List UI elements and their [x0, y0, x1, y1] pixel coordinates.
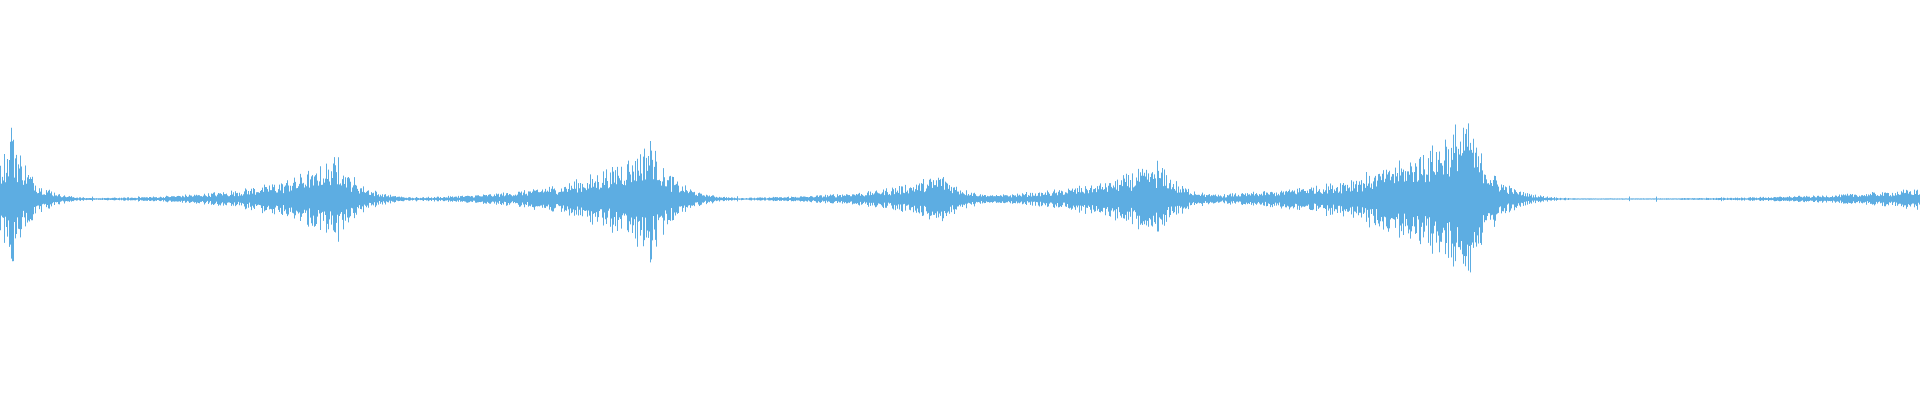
waveform-path [0, 123, 1920, 273]
waveform-trace [0, 123, 1920, 273]
